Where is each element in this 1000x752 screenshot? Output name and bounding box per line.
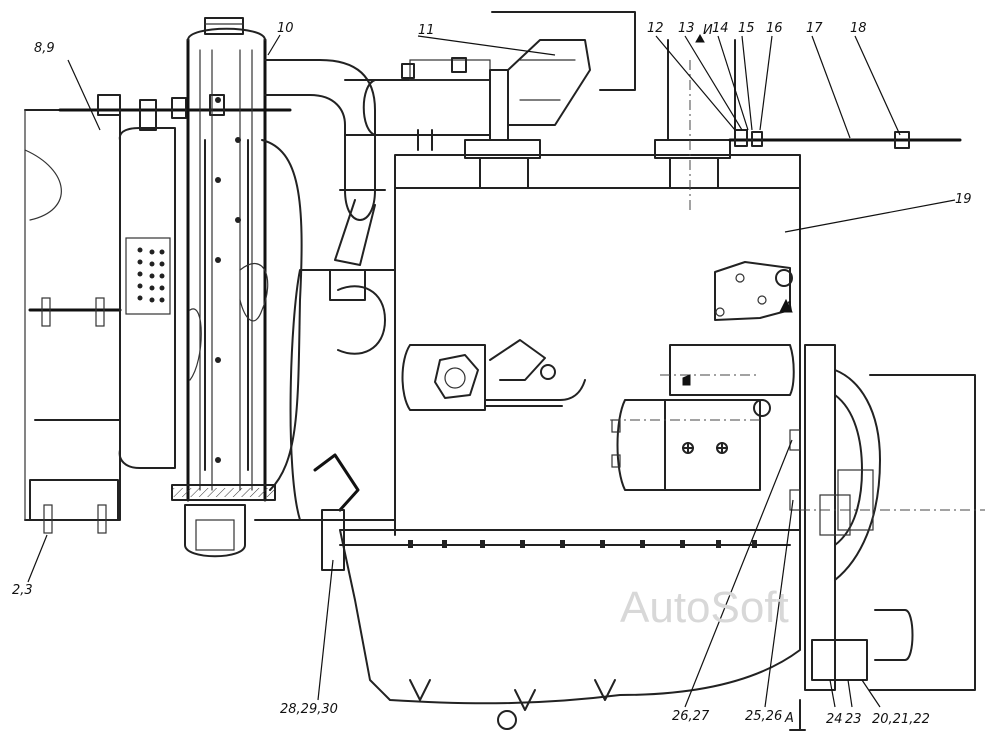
engine-block: [394, 39, 801, 531]
watermark: AutoSoft: [620, 583, 789, 632]
callout-8-9: 8,9: [34, 41, 55, 56]
coolant-pipe: [264, 59, 386, 301]
callout-11: 11: [418, 23, 435, 38]
callout-16: 16: [766, 21, 783, 36]
starter-motor: [610, 344, 795, 491]
callout-17: 17: [806, 21, 823, 36]
callout-28-29-30: 28,29,30: [280, 702, 338, 717]
callout-26-27: 26,27: [672, 709, 710, 724]
callout-13: 13: [678, 21, 695, 36]
section-marker-bottom: А: [784, 711, 794, 726]
callout-18: 18: [850, 21, 867, 36]
callout-10: 10: [277, 21, 294, 36]
leader-lines: [27, 34, 956, 708]
oil-sump: [339, 529, 801, 730]
flywheel-housing: [789, 344, 985, 691]
mounting-rod: [58, 94, 292, 131]
callout-23: 23: [845, 712, 862, 727]
callouts: 8,9 10 11 12 13 14 15 16 17 18 19 2,3 28…: [12, 21, 972, 727]
fan-shroud: [24, 109, 122, 534]
fuel-pump: [401, 339, 586, 411]
callout-19: 19: [955, 192, 972, 207]
callout-24: 24: [826, 712, 843, 727]
callout-2-3: 2,3: [12, 583, 33, 598]
fan: [189, 139, 303, 491]
callout-12: 12: [647, 21, 664, 36]
air-intake: [344, 11, 636, 151]
view-marker: И: [703, 23, 713, 38]
front-cover: [254, 269, 396, 571]
callout-15: 15: [738, 21, 755, 36]
callout-14: 14: [712, 21, 729, 36]
callout-25-26: 25,26: [745, 709, 782, 724]
section-markers: А А И: [695, 23, 806, 731]
section-marker-top: А: [783, 300, 793, 315]
control-rod: [728, 129, 962, 149]
radiator: [118, 17, 276, 558]
callout-20-21-22: 20,21,22: [872, 712, 930, 727]
